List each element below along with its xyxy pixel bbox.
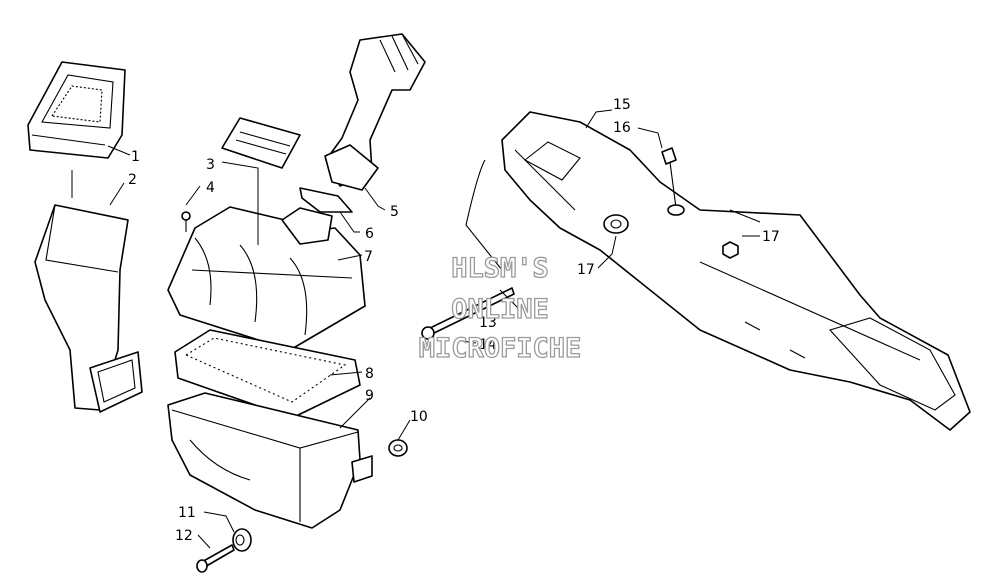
callout-4: 4 [206, 180, 215, 196]
callout-11: 11 [178, 505, 196, 521]
part-7-airbox-cover [167, 206, 366, 351]
callout-8: 8 [365, 366, 374, 382]
callout-6: 6 [365, 226, 374, 242]
callout-15: 15 [613, 97, 631, 113]
callout-9: 9 [365, 388, 374, 404]
callout-5: 5 [390, 204, 399, 220]
callout-numbers: 1 2 3 4 5 6 7 8 9 10 11 12 13 14 15 16 1… [128, 97, 780, 544]
part-2-intake-duct [34, 204, 143, 413]
part-11-bushing [232, 528, 252, 552]
part-3-decal [221, 117, 301, 169]
part-15-intake-duct-assembly [501, 111, 971, 431]
watermark-line-2: ONLINE [451, 294, 549, 325]
callout-2: 2 [128, 172, 137, 188]
callout-17-right: 17 [762, 229, 780, 245]
part-1-intake-grille [27, 61, 126, 159]
callout-10: 10 [410, 409, 428, 425]
callout-13: 13 [479, 315, 497, 331]
callout-16: 16 [613, 120, 631, 136]
part-5-6-intake-hose [299, 33, 426, 213]
callout-3: 3 [206, 157, 215, 173]
watermark-line-1: HLSM'S [451, 253, 549, 284]
part-8-air-filter [174, 329, 361, 419]
callout-12: 12 [175, 528, 193, 544]
part-17-nut [722, 241, 739, 259]
callout-17-left: 17 [577, 262, 595, 278]
leader-lines [71, 109, 760, 549]
watermark-line-3: MICROFICHE [419, 333, 582, 364]
part-9-airbox-base [167, 392, 373, 529]
part-13-14-bolt-and-rod [421, 159, 515, 340]
part-4-screw [181, 211, 191, 232]
callout-7: 7 [364, 249, 373, 265]
callout-1: 1 [131, 149, 140, 165]
part-12-bolt [196, 544, 235, 573]
part-10-grommet [388, 439, 408, 457]
part-16-bolt [661, 147, 685, 216]
callout-14: 14 [479, 337, 497, 353]
watermark: HLSM'S ONLINE MICROFICHE [418, 252, 582, 364]
